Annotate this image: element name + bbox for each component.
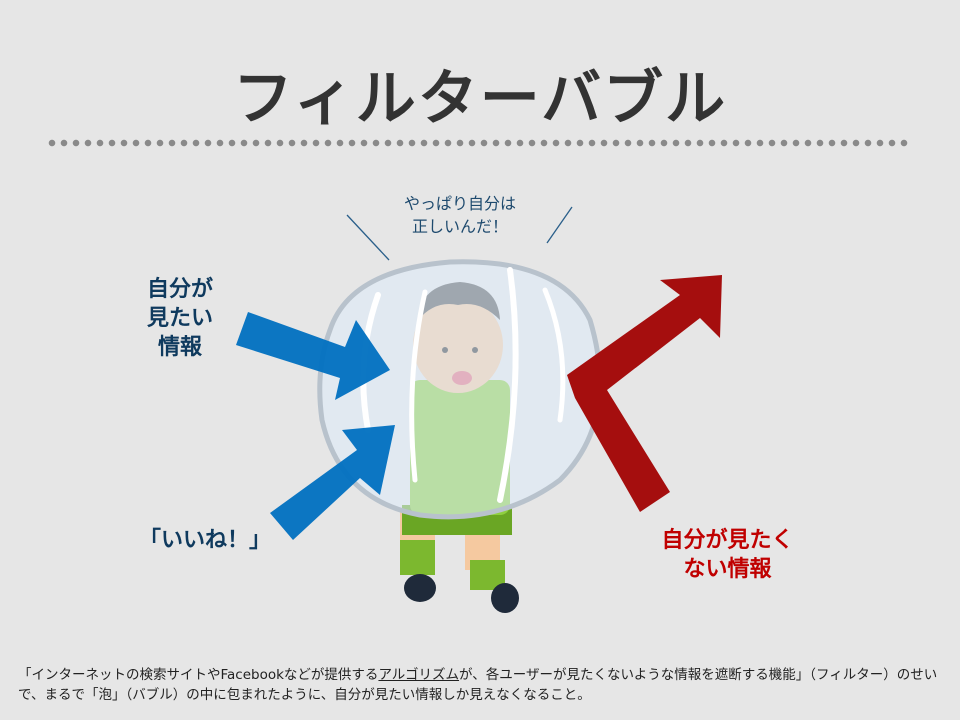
- red-arrow-unwanted-info: [567, 275, 722, 512]
- dotted-divider: [46, 139, 910, 147]
- label-line: ない情報: [683, 557, 772, 582]
- speech-line-1: やっぱり自分は: [403, 194, 516, 213]
- label-unwanted-info: 自分が見たく ない情報: [640, 526, 815, 584]
- blue-arrow-wanted-info: [236, 312, 390, 400]
- definition-text: 「インターネットの検索サイトやFacebookなどが提供するアルゴリズムが、各ユ…: [18, 665, 948, 705]
- speech-bubble-text: やっぱり自分は 正しいんだ！: [380, 192, 540, 238]
- emphasis-line-left: [346, 214, 390, 261]
- label-line: 自分が: [146, 277, 213, 302]
- label-line: 情報: [157, 335, 202, 360]
- bubble: [317, 259, 603, 520]
- label-wanted-info: 自分が 見たい 情報: [120, 275, 240, 362]
- label-line: 見たい: [146, 306, 213, 331]
- footer-text: が、各ユーザーが見たくないような情報を遮断する機能」（フィルター）のせいで、まる…: [18, 667, 938, 703]
- blue-arrow-likes: [270, 425, 395, 540]
- label-line: 自分が見たく: [661, 528, 794, 553]
- speech-line-2: 正しいんだ！: [411, 217, 508, 236]
- label-likes: 「いいね！」: [138, 528, 271, 553]
- emphasis-line-right: [546, 206, 573, 244]
- algorithm-link[interactable]: アルゴリズム: [378, 667, 460, 683]
- page-title: フィルターバブル: [232, 64, 728, 134]
- footer-text: 「インターネットの検索サイトやFacebookなどが提供する: [18, 667, 379, 683]
